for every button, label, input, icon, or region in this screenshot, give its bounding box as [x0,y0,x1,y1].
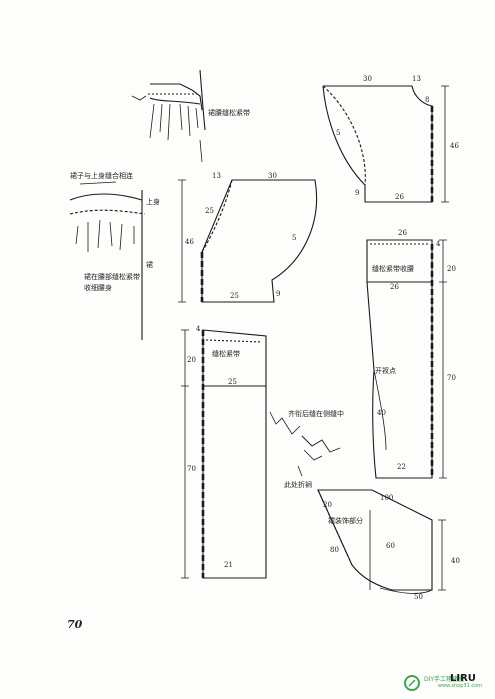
dim-label: 13 [412,75,421,83]
dim-label: 100 [380,494,394,502]
note-top: 上身 [146,198,160,206]
dim-label: 8 [425,96,430,104]
waist-elastic-sketch [131,69,206,163]
pattern-piece-3 [366,239,447,479]
dim-label: 46 [450,142,459,150]
dim-label: 80 [330,546,339,554]
dim-label: 20 [187,356,196,364]
dim-label: 9 [355,189,360,197]
dim-label: 26 [390,283,399,291]
note-seam-with-top: 裙子与上身缝合相连 [70,172,133,180]
dim-label: 5 [292,234,297,242]
pattern-piece-4 [181,329,267,579]
pattern-piece-2 [178,179,318,303]
dim-label: 40 [451,557,460,565]
page-number: 70 [67,618,83,631]
dim-label: 22 [397,463,406,471]
note-skirt-trim: 裙装饰部分 [328,517,363,525]
pattern-piece-5 [317,489,446,594]
note-skirt: 裙 [146,261,153,269]
note-elastic-waist-b: 缝松紧带收腰 [372,265,414,273]
dim-label: 20 [323,501,332,509]
dim-label: 26 [398,229,407,237]
note-hidden-seam: 齐衔后缝在侧缝中 [288,410,344,418]
dim-label: 30 [363,75,372,83]
watermark-cn-text: DIY手工猪猪圈 [424,676,465,683]
dim-label: 60 [386,542,395,550]
dim-label: 50 [414,593,423,601]
dim-label: 70 [447,374,456,382]
bodice-skirt-sketch [69,181,146,340]
note-fold-here: 此处折裥 [284,481,312,489]
dim-label: 4 [436,240,441,248]
dim-label: 21 [224,561,233,569]
dim-label: 40 [377,409,386,417]
dim-label: 20 [447,265,456,273]
note-waist-gather: 裙在腰部缝松紧带收细腰身 [84,273,140,292]
dim-label: 46 [185,238,194,246]
dim-label: 26 [395,193,404,201]
dim-label: 9 [276,290,281,298]
dim-label: 30 [268,172,277,180]
dim-label: 13 [212,172,221,180]
dim-label: 5 [336,129,341,137]
dim-label: 25 [230,292,239,300]
pattern-piece-1 [322,85,449,203]
watermark-url: www.shop31.com [438,683,483,689]
leaf-logo-icon [404,675,420,691]
dim-label: 70 [187,465,196,473]
dim-label: 25 [228,378,237,386]
dim-label: 4 [196,325,201,333]
note-waist-elastic: 裙腰缝松紧带 [208,109,250,117]
pleat-sketch [269,411,341,477]
note-slit-point: 开衩点 [375,367,396,375]
note-elastic-strip: 缝松紧带 [212,350,240,358]
watermark: DIY手工猪猪圈 LIRU www.shop31.com [402,672,492,696]
dim-label: 25 [205,207,214,215]
watermark-brand: LIRU [450,673,476,684]
